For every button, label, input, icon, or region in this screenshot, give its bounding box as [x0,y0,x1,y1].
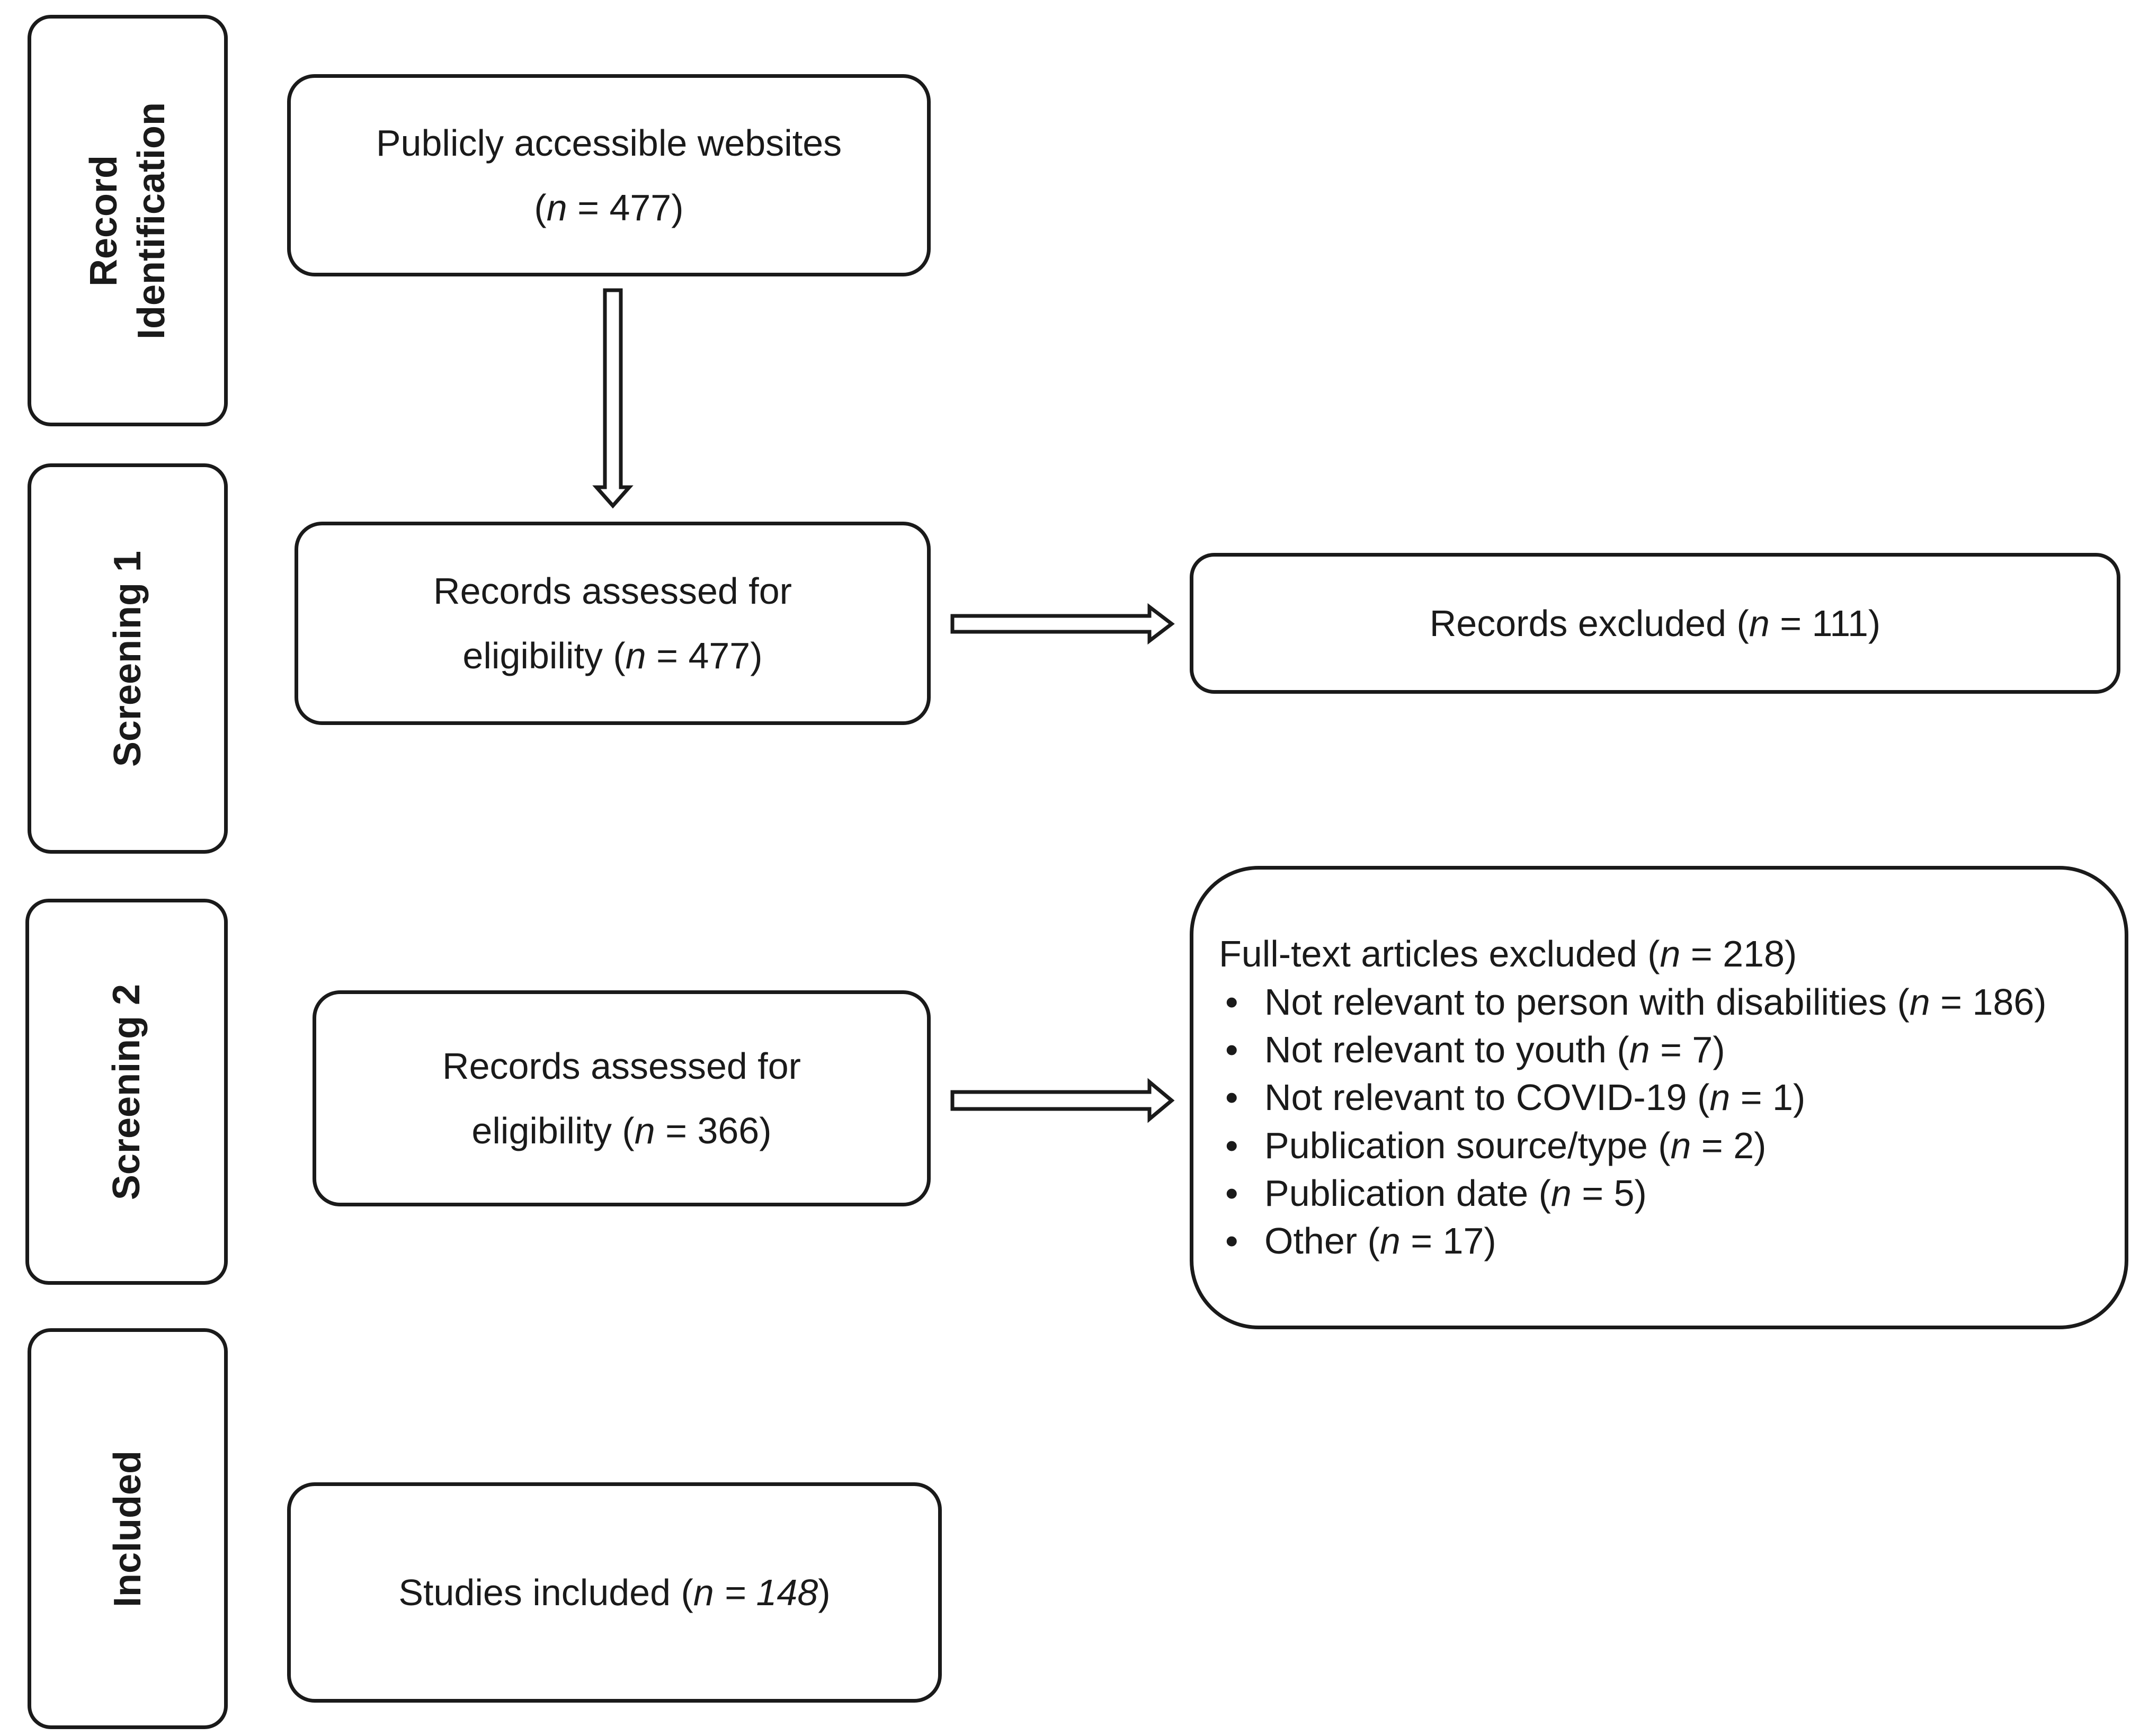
node-studies-included: Studies included (n = 148) [287,1482,942,1703]
node-assessed1-line1: Records assessed for [433,570,792,612]
stage-screening-2: Screening 2 [25,899,228,1285]
stage-label-screening-2: Screening 2 [105,983,148,1200]
stage-label-included: Included [106,1450,149,1607]
node-websites-line1: Publicly accessible websites [376,122,842,164]
stage-label-record-identification: Record Identification [83,102,173,339]
node-fulltext-articles-excluded: Full-text articles excluded (n = 218) •N… [1190,866,2128,1329]
exclusion-reason-item: •Publication source/type (n = 2) [1225,1124,1767,1166]
stage-included: Included [28,1328,228,1729]
exclusion-reason-item: •Not relevant to COVID-19 (n = 1) [1225,1077,1806,1118]
arrow-right-assessed2-to-fulltext-excluded [950,1078,1175,1123]
stage-record-identification: Record Identification [28,15,228,426]
stage-label-screening-1: Screening 1 [106,550,149,767]
arrow-right-assessed1-to-excluded [950,603,1175,645]
stage-screening-1: Screening 1 [28,463,228,854]
node-included-count: Studies included (n = 148) [398,1571,831,1613]
node-excluded1-count: Records excluded (n = 111) [1429,602,1881,644]
exclusion-reason-item: •Not relevant to youth (n = 7) [1225,1029,1725,1071]
arrow-down-websites-to-assessed [592,288,634,509]
node-records-excluded: Records excluded (n = 111) [1190,553,2120,694]
node-records-assessed-1: Records assessed for eligibility (n = 47… [295,522,931,725]
exclusion-reason-item: •Not relevant to person with disabilitie… [1225,981,2047,1023]
node-assessed1-count: eligibility (n = 477) [462,635,763,676]
fulltext-excluded-title: Full-text articles excluded (n = 218) [1219,933,1797,975]
exclusion-reason-item: •Other (n = 17) [1225,1220,1496,1262]
node-websites-count: (n = 477) [534,187,684,228]
node-assessed2-line1: Records assessed for [442,1045,801,1087]
node-publicly-accessible-websites: Publicly accessible websites (n = 477) [287,74,931,276]
exclusion-reason-item: •Publication date (n = 5) [1225,1172,1647,1214]
node-assessed2-count: eligibility (n = 366) [471,1110,772,1151]
node-records-assessed-2: Records assessed for eligibility (n = 36… [313,990,931,1206]
exclusion-reason-list: •Not relevant to person with disabilitie… [1219,978,2047,1265]
